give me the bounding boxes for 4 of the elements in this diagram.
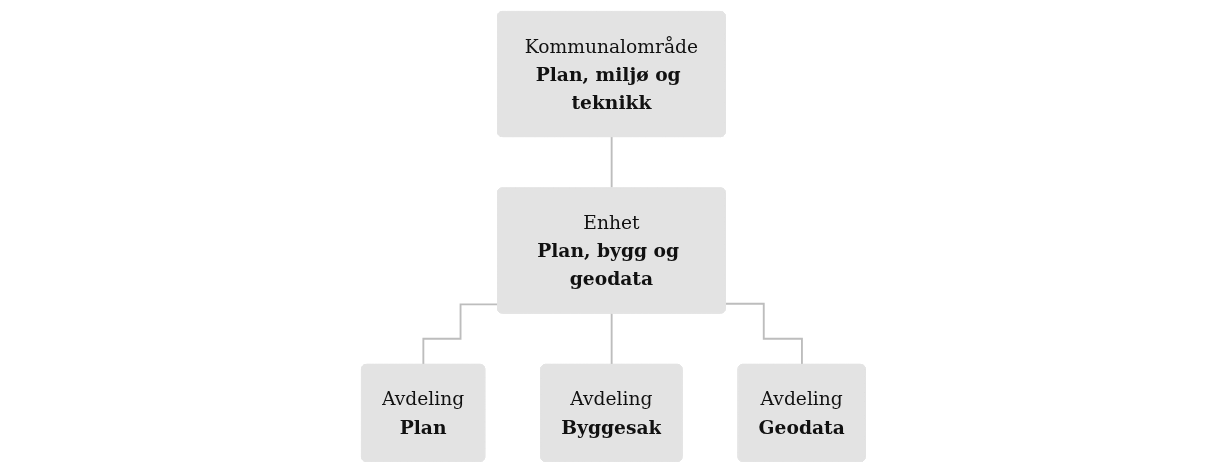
- connector: [422, 303, 499, 366]
- connector: [610, 312, 613, 366]
- org-chart: Kommunalområde Plan, miljø og teknikk Enhet Plan, bygg og geodata Avdeling Plan Avdeling Byggesak Avdeling Geodata: [353, 4, 873, 469]
- connector: [724, 302, 803, 366]
